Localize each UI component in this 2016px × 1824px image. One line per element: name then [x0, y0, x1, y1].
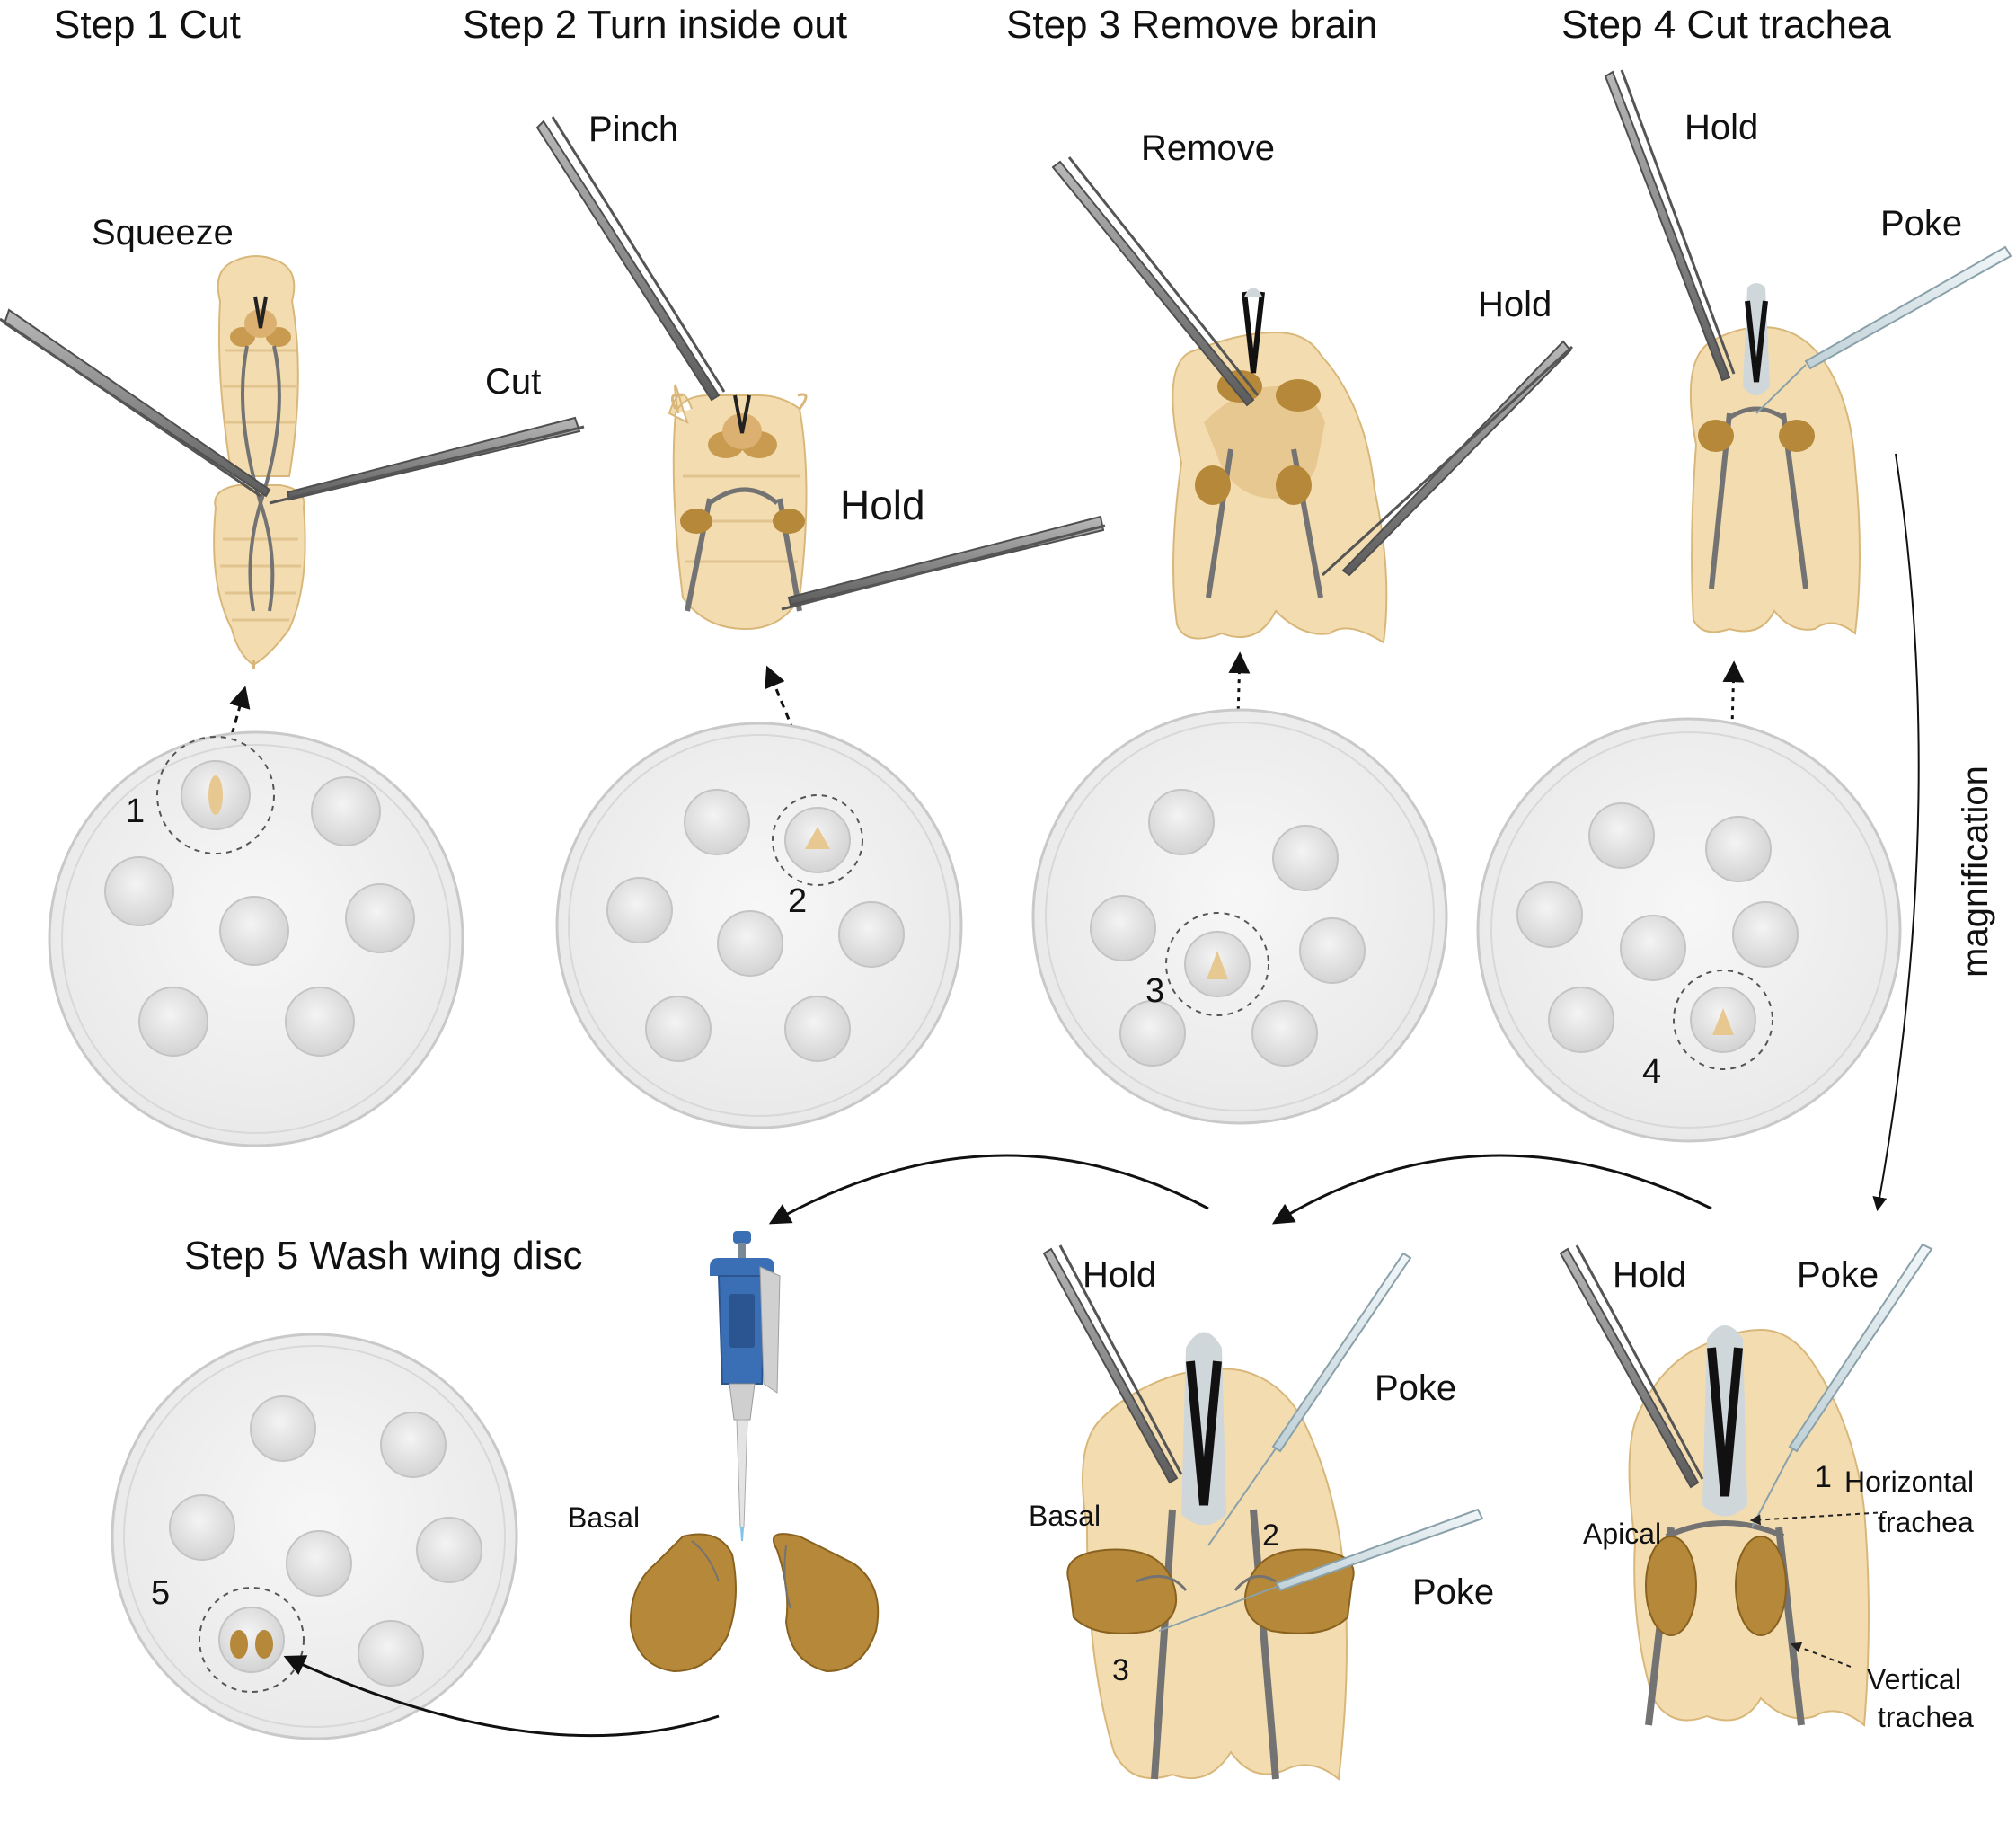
tweezers-hold-2	[781, 515, 1106, 611]
label-pinch: Pinch	[588, 110, 678, 149]
needle-poke-5b	[1158, 1508, 1484, 1632]
step-4-tissue	[1689, 283, 1861, 635]
step-3-title: Step 3 Remove brain	[1006, 3, 1377, 47]
magnification-arrow	[1872, 453, 1920, 1212]
number-2-magnified: 2	[1262, 1519, 1279, 1553]
number-1-magnified: 1	[1815, 1460, 1832, 1494]
label-horizontal-2: trachea	[1878, 1506, 1974, 1538]
label-poke-5b: Poke	[1412, 1572, 1494, 1612]
number-3-magnified: 3	[1112, 1653, 1129, 1687]
arrow-to-dish-5	[283, 1655, 720, 1738]
label-poke-4: Poke	[1880, 204, 1962, 243]
label-vertical-1: Vertical	[1867, 1663, 1961, 1696]
label-remove: Remove	[1141, 128, 1275, 168]
petri-dish-5	[111, 1333, 518, 1740]
magnified-tissue-basal	[1066, 1332, 1355, 1781]
label-apical: Apical	[1583, 1518, 1661, 1550]
step-1-title: Step 1 Cut	[54, 3, 241, 47]
dish-number-3: 3	[1145, 972, 1164, 1010]
tweezers-hold-5	[1042, 1244, 1183, 1484]
label-horizontal-1: Horizontal	[1844, 1465, 1974, 1498]
tweezers-cut	[269, 416, 585, 505]
petri-dish-1	[48, 730, 464, 1147]
dish-number-2: 2	[788, 882, 807, 920]
needle-poke-5a	[1207, 1252, 1412, 1546]
step-2-larva	[668, 384, 808, 631]
dish-number-5: 5	[151, 1574, 170, 1612]
label-poke-5a: Poke	[1375, 1368, 1456, 1408]
arrow-step-1	[229, 686, 251, 736]
label-hold-4: Hold	[1684, 108, 1758, 147]
label-basal-tissue: Basal	[1029, 1500, 1101, 1532]
label-poke-6: Poke	[1797, 1255, 1879, 1295]
arrow-to-pipette	[768, 1154, 1209, 1225]
petri-dish-2	[555, 722, 963, 1129]
tweezers-squeeze	[0, 308, 271, 498]
label-basal-disc: Basal	[568, 1501, 640, 1534]
label-magnification: magnification	[1956, 766, 1995, 978]
label-hold-5: Hold	[1083, 1255, 1156, 1295]
step-4-title: Step 4 Cut trachea	[1561, 3, 1891, 47]
step-2-title: Step 2 Turn inside out	[463, 3, 847, 47]
tweezers-hold-4	[1604, 69, 1736, 382]
pipette	[710, 1231, 781, 1541]
tweezers-hold-6	[1559, 1244, 1704, 1489]
petri-dish-4	[1476, 717, 1902, 1143]
arrow-to-basal-tissue	[1271, 1154, 1712, 1225]
needle-poke-4	[1755, 245, 2012, 414]
dish-number-4: 4	[1642, 1053, 1661, 1091]
label-hold-6: Hold	[1613, 1255, 1686, 1295]
tweezers-hold-3	[1321, 340, 1574, 577]
needle-poke-6	[1751, 1243, 1933, 1528]
wing-disc-right	[772, 1533, 880, 1673]
label-vertical-2: trachea	[1878, 1701, 1974, 1733]
step-1-larva	[213, 255, 306, 669]
wing-disc-left	[629, 1533, 737, 1673]
step-5-title: Step 5 Wash wing disc	[184, 1234, 582, 1278]
petri-dish-3	[1031, 708, 1448, 1125]
pointer-vertical	[1790, 1642, 1852, 1668]
tweezers-pinch	[535, 116, 726, 402]
tweezers-remove	[1051, 156, 1260, 407]
label-cut: Cut	[485, 362, 541, 402]
label-squeeze: Squeeze	[92, 213, 234, 252]
label-hold-3: Hold	[1478, 285, 1552, 324]
label-hold-2: Hold	[840, 482, 925, 528]
dish-number-1: 1	[126, 792, 145, 830]
